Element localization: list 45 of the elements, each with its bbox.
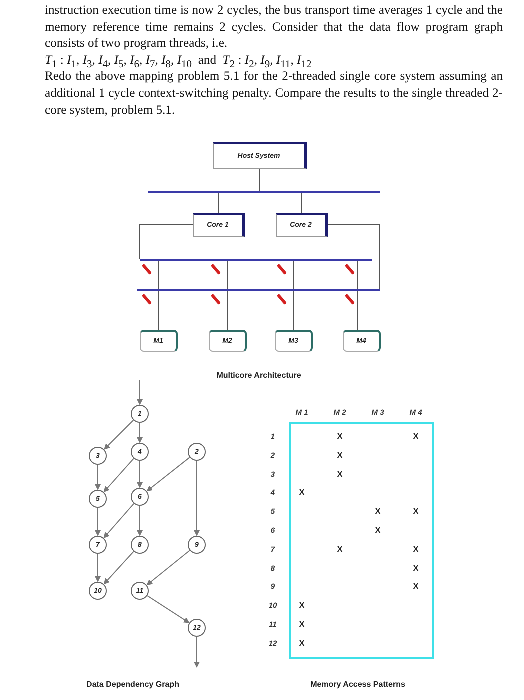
access-mark: X — [299, 601, 305, 610]
arrow — [95, 554, 101, 582]
arrow — [194, 636, 200, 668]
access-mark: X — [375, 507, 381, 516]
access-mark: X — [413, 564, 419, 573]
arrow — [137, 422, 143, 444]
bus-line — [140, 259, 372, 261]
connector-line — [158, 260, 160, 330]
caption: Multicore Architecture — [216, 371, 302, 380]
access-mark: X — [337, 470, 343, 479]
caption: Memory Access Patterns — [310, 680, 406, 689]
arrow — [137, 380, 143, 406]
arrow — [104, 420, 134, 450]
bus-line — [137, 289, 380, 291]
access-mark: X — [337, 432, 343, 441]
paragraph: instruction execution time is now 2 cycles, the bus transport time averages 1 cycle and the memory reference time remains 2 cycles. Consider that the data flow program graph consists of two program threads, i.e. — [45, 2, 503, 52]
connector-line — [357, 260, 358, 330]
arrow — [146, 550, 190, 586]
access-mark: X — [375, 526, 381, 535]
arrow — [137, 460, 143, 488]
arrow — [194, 460, 200, 536]
access-mark: X — [413, 582, 419, 592]
arrow — [146, 457, 190, 492]
paragraph: Redo the above mapping problem 5.1 for the 2-threaded single core system assuming an additional 1 cycle context-switching penalty. Compare the results to the single threaded 2-core system, problem 5.1. — [45, 68, 503, 118]
arrow — [104, 551, 134, 585]
access-mark: X — [413, 544, 419, 554]
connector-line — [218, 192, 220, 214]
arrow — [95, 464, 101, 490]
caption: Data Dependency Graph — [86, 680, 180, 689]
access-mark: X — [337, 544, 343, 554]
access-mark: X — [413, 507, 419, 516]
bus-line — [148, 191, 380, 193]
arrow — [104, 503, 135, 539]
access-mark: X — [299, 638, 305, 648]
access-mark: X — [299, 488, 305, 498]
connector-line — [140, 224, 194, 260]
access-mark: X — [337, 450, 343, 460]
arrow — [95, 508, 101, 536]
connector-line — [328, 224, 380, 290]
arrow — [137, 506, 143, 536]
access-mark: X — [299, 620, 305, 629]
arrow — [104, 458, 134, 493]
formula-text: T$_{1}$ : I$_{1}$, I$_{3}$, I$_{4}$, I$_{5}$, I$_{6}$, I$_{7}$, I$_{8}$, I$_{10}$ and T$_{2}$ : I$_{2}$, I$_{9}$, I$_{11}$, I$_{12}$ — [45, 52, 312, 71]
access-mark: X — [413, 432, 419, 441]
arrow — [147, 595, 190, 624]
